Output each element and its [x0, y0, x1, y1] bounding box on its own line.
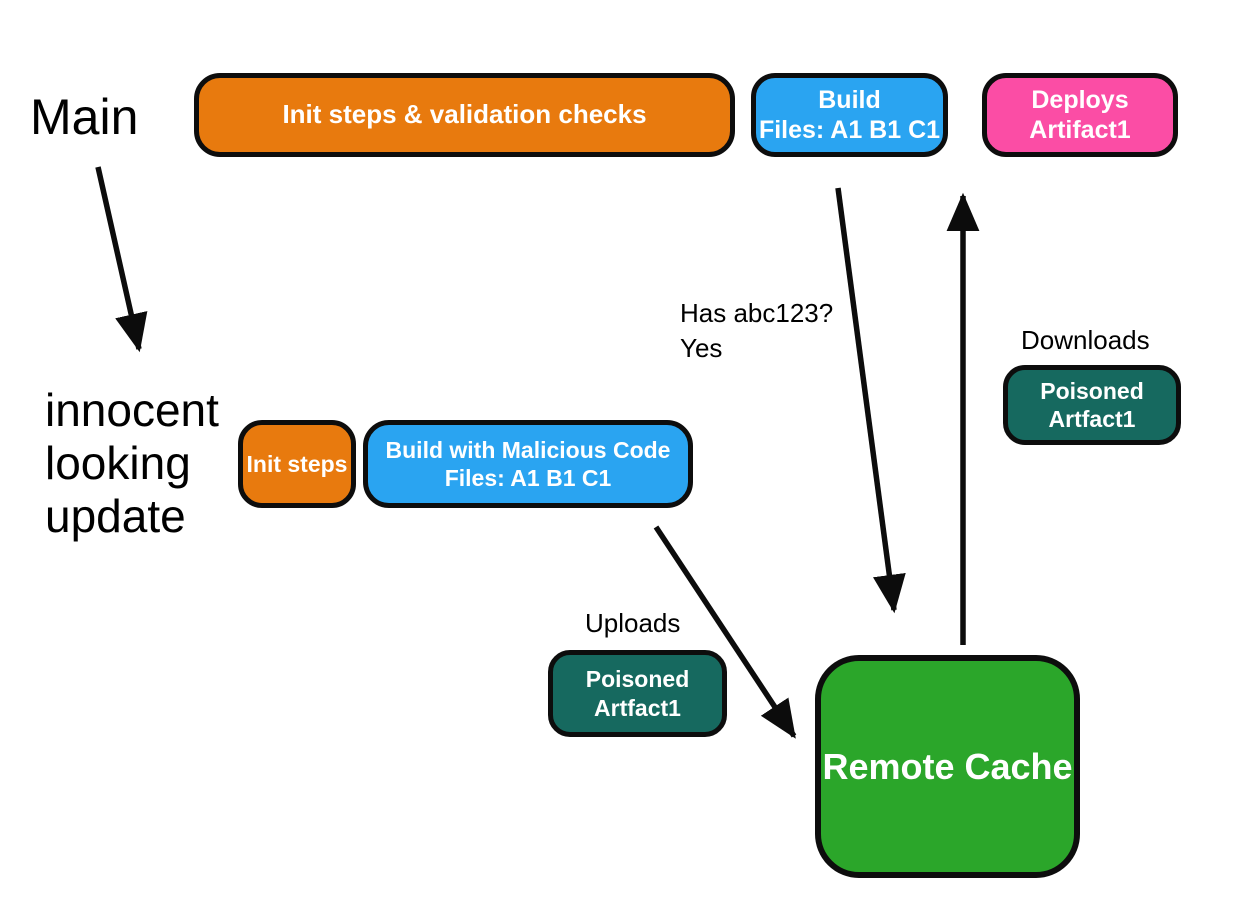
- build-box-line2: Files: A1 B1 C1: [758, 116, 941, 144]
- main-branch-label: Main: [30, 89, 139, 145]
- init-validation-box: Init steps & validation checks: [194, 73, 735, 157]
- init-validation-label: Init steps & validation checks: [282, 99, 647, 130]
- build-malicious-line1: Build with Malicious Code: [385, 436, 671, 463]
- innocent-update-line2: looking: [45, 437, 191, 489]
- poisoned-artifact-upload-box: Poisoned Artfact1: [548, 650, 727, 737]
- has-hash-annotation: Has abc123? Yes: [680, 296, 833, 366]
- deploys-box-line1: Deploys: [1031, 85, 1129, 114]
- build-malicious-line2: Files: A1 B1 C1: [444, 465, 612, 491]
- poisoned-artifact-download-box: Poisoned Artfact1: [1003, 365, 1181, 445]
- build-box-line1: Build: [818, 85, 881, 114]
- innocent-update-line1: innocent: [45, 384, 219, 436]
- init-steps-label: Init steps: [246, 450, 348, 477]
- poisoned-download-line1: Poisoned: [1040, 377, 1144, 404]
- poisoned-upload-line1: Poisoned: [585, 666, 690, 693]
- poisoned-upload-line2: Artfact1: [594, 694, 681, 721]
- innocent-update-label: innocent looking update: [45, 384, 275, 543]
- init-steps-box: Init steps: [238, 420, 356, 508]
- innocent-update-line3: update: [45, 490, 186, 542]
- deploys-box-line2: Artifact1: [1029, 116, 1131, 144]
- downloads-annotation: Downloads: [1021, 325, 1150, 355]
- poisoned-download-line2: Artfact1: [1048, 406, 1136, 432]
- build-malicious-box: Build with Malicious Code Files: A1 B1 C…: [363, 420, 693, 508]
- has-hash-line2: Yes: [680, 333, 723, 363]
- arrow-build-to-remote-cache: [835, 187, 906, 614]
- deploys-artifact-box: Deploys Artifact1: [982, 73, 1178, 157]
- arrow-malicious-build-to-remote-cache: [653, 525, 797, 739]
- build-box: Build Files: A1 B1 C1: [751, 73, 948, 157]
- remote-cache-label: Remote Cache: [822, 745, 1073, 787]
- has-hash-line1: Has abc123?: [680, 298, 834, 328]
- arrow-main-to-update: [95, 166, 148, 353]
- remote-cache-box: Remote Cache: [815, 655, 1080, 878]
- uploads-annotation: Uploads: [585, 608, 681, 638]
